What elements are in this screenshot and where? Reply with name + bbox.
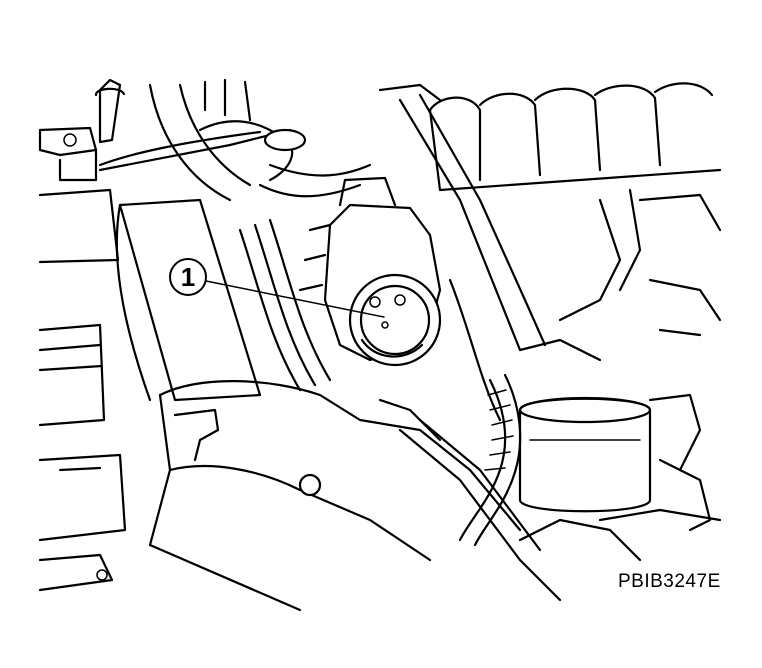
air-duct (148, 78, 372, 202)
throttle-body (298, 176, 442, 367)
callout-1-label: 1 (181, 262, 195, 292)
figure-code: PBIB3247E (618, 571, 721, 592)
hoses-and-wiring (238, 188, 642, 547)
left-fender-structure (38, 78, 127, 592)
callout-1: 1 (169, 258, 385, 318)
intake-manifold (378, 82, 722, 352)
oil-filter (518, 396, 652, 513)
right-side-components (598, 193, 722, 532)
lower-cover (148, 380, 642, 612)
radiator-support (98, 128, 292, 402)
